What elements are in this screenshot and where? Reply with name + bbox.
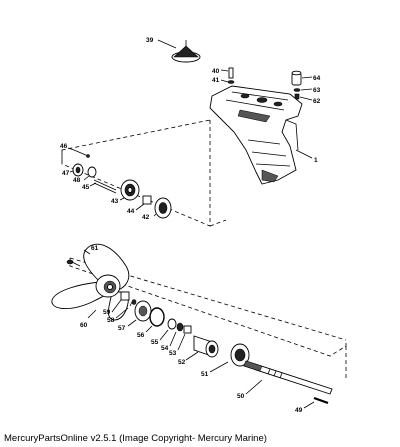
callout-54: 54 [161,345,169,352]
part-64-plug [291,70,302,86]
part-51-bearing [230,343,250,367]
part-46-pin [73,149,90,158]
callout-53: 53 [169,350,177,357]
part-62-screw [294,93,300,100]
part-54-washer [176,322,184,332]
part-47-bearing [72,163,84,177]
part-43-gear [120,179,140,201]
callout-60: 60 [80,322,88,329]
callout-40: 40 [212,68,220,75]
callout-44: 44 [127,208,135,215]
callout-64: 64 [313,75,321,82]
callout-46: 46 [60,143,68,150]
callout-49: 49 [295,407,303,414]
part-61-screw [66,259,81,267]
callout-51: 51 [201,371,209,378]
callout-59: 59 [103,309,111,316]
callout-45: 45 [82,184,90,191]
callout-55: 55 [151,339,159,346]
callout-43: 43 [111,198,119,205]
part-42-bearing [154,197,172,219]
part-48-washer [87,166,97,178]
callout-57: 57 [118,325,126,332]
part-49-pin [313,396,329,405]
callout-47: 47 [62,170,70,177]
callout-41: 41 [212,77,220,84]
part-53-bushing [183,325,192,334]
callout-63: 63 [313,87,321,94]
part-52-bearing-carrier [193,335,219,358]
callout-56: 56 [137,332,145,339]
part-55-seal [167,318,177,330]
part-50-propeller-shaft [243,360,333,395]
callout-1: 1 [314,157,318,164]
part-39-anode [171,40,201,63]
part-60-propeller [51,243,130,321]
part-44-bushing [142,195,152,205]
callout-50: 50 [237,393,245,400]
callout-58: 58 [107,317,115,324]
callout-52: 52 [178,359,186,366]
callout-39: 39 [146,37,154,44]
callout-61: 61 [91,245,99,252]
part-57-thrust-hub [134,300,152,322]
part-59-nut [120,291,130,301]
callout-62: 62 [313,98,321,105]
part-1-gear-housing [209,85,303,185]
part-63-washer [293,88,301,92]
part-40-screw [227,67,235,84]
callout-42: 42 [142,214,150,221]
exploded-parts-diagram: 39 40 41 64 63 62 1 46 47 48 45 43 44 42… [51,37,347,414]
callout-48: 48 [73,177,81,184]
part-58-washer [129,299,137,307]
part-56-ring [149,307,165,327]
part-45-shaft [93,179,117,194]
copyright-caption: MercuryPartsOnline v2.5.1 (Image Copyrig… [4,433,267,444]
